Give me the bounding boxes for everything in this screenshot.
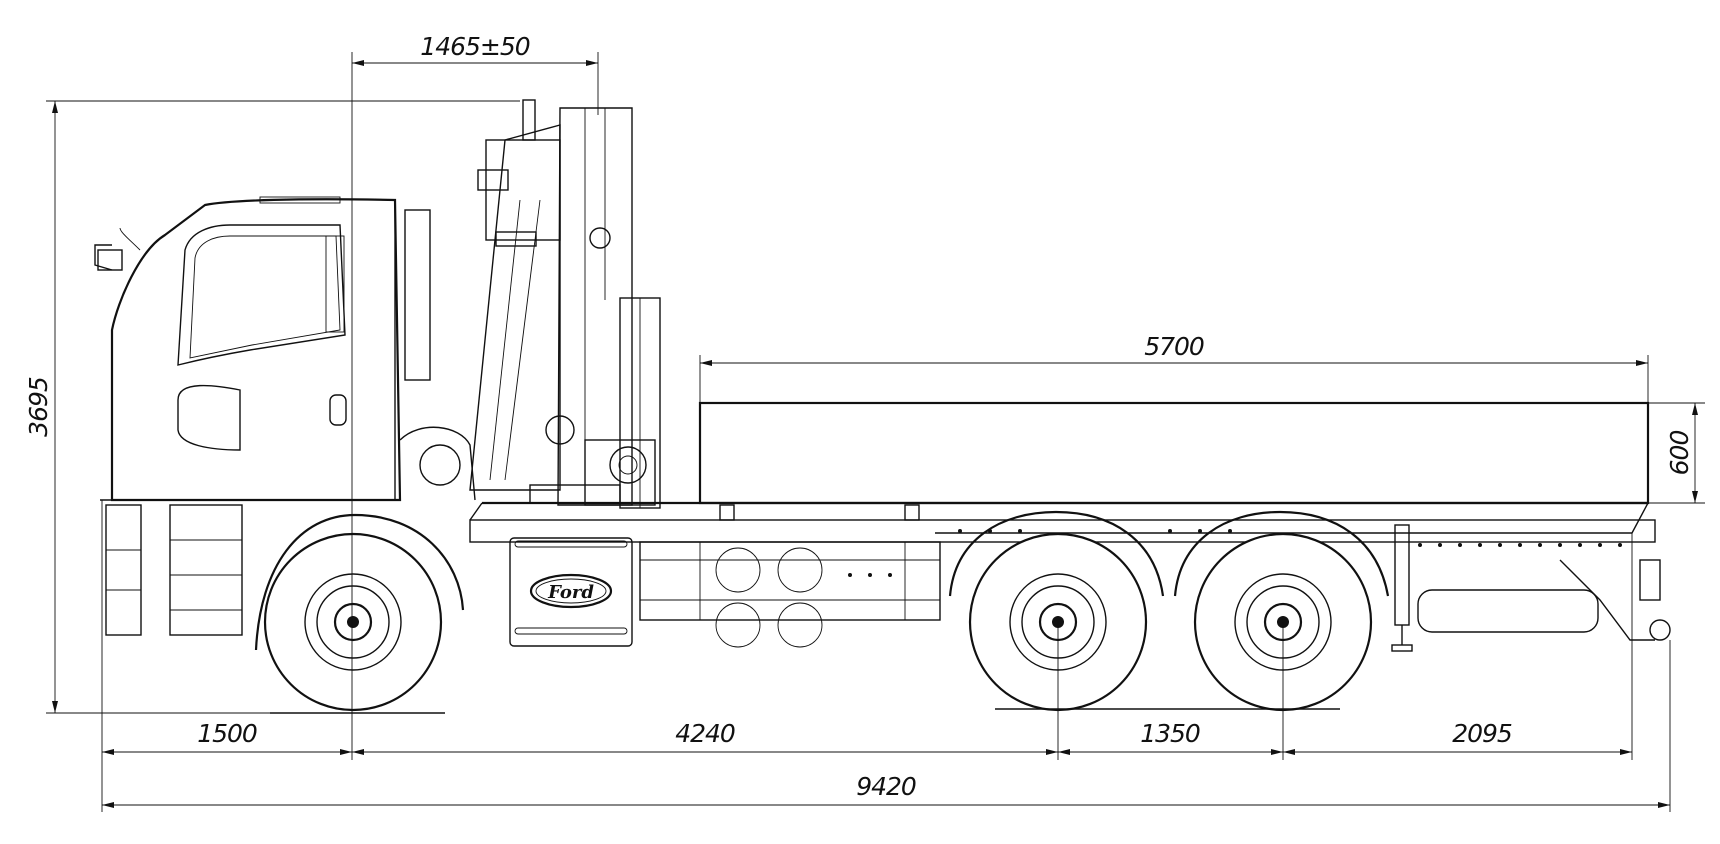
dim-overall-length: 9420 [856,772,916,801]
front-wheel [263,532,443,712]
air-tanks [715,547,823,648]
dim-side-height: 600 [1665,431,1694,476]
dim-platform-length: 5700 [1144,332,1204,361]
flatbed-platform [469,401,1650,534]
rear-fender-2 [1173,510,1390,597]
cab [94,196,476,636]
front-fender [254,513,465,651]
fuel-tank: Ford [509,537,633,647]
truck-outline: Ford [94,99,1671,714]
loader-crane [469,99,661,509]
rear-fender-1 [948,510,1165,597]
dim-bogie-spacing: 1350 [1140,719,1200,748]
ford-logo [529,573,613,609]
ford-logo-text: Ford [547,582,594,603]
dim-crane-offset: 1465±50 [420,32,529,61]
dim-wheelbase: 4240 [675,719,735,748]
dimension-lines: 1465±50 3695 5700 600 1500 4240 1350 209… [24,32,1705,812]
dim-front-overhang: 1500 [197,719,257,748]
dim-overall-height: 3695 [24,377,53,437]
dim-rear-overhang: 2095 [1452,719,1512,748]
